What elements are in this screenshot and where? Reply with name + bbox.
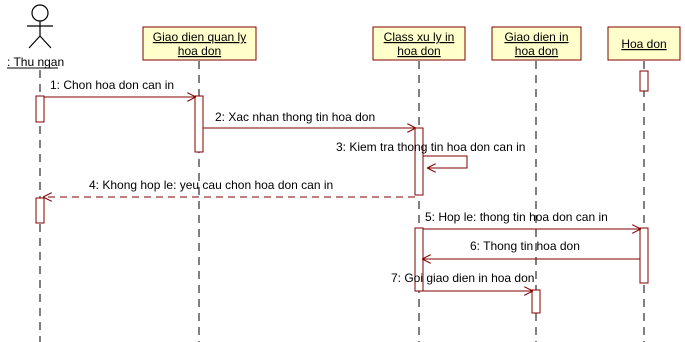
actor-label: : Thu ngan	[7, 55, 64, 69]
object-label-line2: hoa don	[515, 44, 558, 58]
object-label-line1: Hoa don	[621, 37, 666, 51]
message-3: 3: Kiem tra thong tin hoa don can in	[336, 140, 525, 168]
object-box	[142, 26, 257, 61]
message-7: 7: Goi giao dien in hoa don	[391, 271, 534, 291]
activation-invoice-1	[639, 70, 649, 92]
activation-actor-1	[35, 95, 45, 123]
object-giao-dien-quan-ly: Giao dien quan ly hoa don	[142, 26, 257, 61]
message-label: 7: Goi giao dien in hoa don	[391, 271, 534, 285]
object-label-line2: hoa don	[397, 44, 440, 58]
activation-ui-select	[194, 95, 204, 153]
activation-bars	[35, 70, 649, 314]
message-label: 6: Thong tin hoa don	[470, 239, 580, 253]
object-box	[607, 26, 681, 61]
actor-thu-ngan: : Thu ngan	[7, 4, 64, 69]
object-label-line1: Giao dien quan ly	[153, 30, 246, 44]
object-hoa-don: Hoa don	[607, 26, 681, 61]
lifelines	[39, 61, 645, 342]
message-5: 5: Hop le: thong tin hoa don can in	[423, 210, 640, 229]
activation-invoice-2	[639, 227, 649, 284]
message-2: 2: Xac nhan thong tin hoa don	[203, 110, 415, 128]
message-1: 1: Chon hoa don can in	[44, 78, 195, 97]
message-label: 1: Chon hoa don can in	[50, 78, 174, 92]
object-box	[491, 26, 582, 61]
object-box	[372, 26, 466, 61]
activation-actor-2	[35, 197, 45, 224]
actor-left-leg	[28, 35, 41, 49]
message-4: 4: Khong hop le: yeu cau chon hoa don ca…	[44, 178, 415, 197]
message-label: 3: Kiem tra thong tin hoa don can in	[336, 140, 525, 154]
actor-head	[31, 4, 49, 22]
activation-ui-print	[531, 289, 541, 314]
object-label-line1: Giao dien in	[504, 30, 568, 44]
message-label: 4: Khong hop le: yeu cau chon hoa don ca…	[89, 178, 333, 192]
object-giao-dien-in: Giao dien in hoa don	[491, 26, 582, 61]
activation-processor-1	[414, 127, 424, 196]
message-label: 5: Hop le: thong tin hoa don can in	[425, 210, 608, 224]
object-class-xu-ly-in: Class xu ly in hoa don	[372, 26, 466, 61]
actor-right-leg	[39, 35, 52, 49]
message-label: 2: Xac nhan thong tin hoa don	[215, 110, 375, 124]
object-label-line2: hoa don	[178, 44, 221, 58]
message-arrow	[423, 155, 468, 168]
message-6: 6: Thong tin hoa don	[423, 239, 640, 259]
object-label-line1: Class xu ly in	[384, 30, 455, 44]
